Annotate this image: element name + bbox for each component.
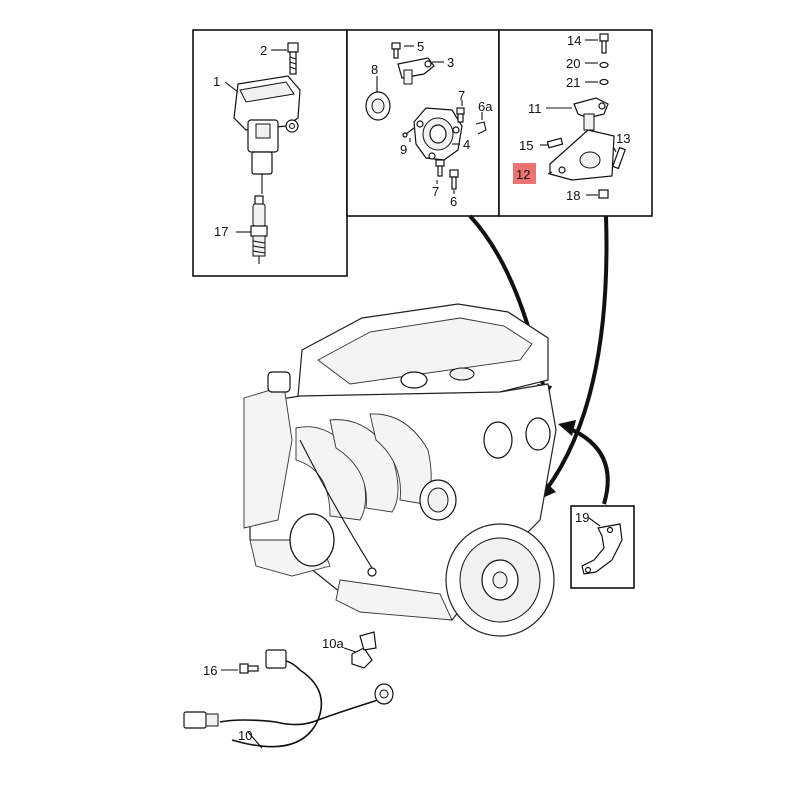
washer-part-21 — [599, 78, 609, 86]
pin-part-9 — [402, 127, 415, 138]
leader-13 — [613, 147, 617, 153]
callout-5: 5 — [417, 39, 424, 54]
callout-21: 21 — [566, 75, 580, 90]
knock-sensor-harness — [183, 631, 394, 748]
bracket-part-12 — [549, 129, 615, 181]
bolt-part-5 — [391, 42, 401, 59]
callout-11: 11 — [528, 101, 542, 116]
callout-1: 1 — [213, 74, 220, 89]
cam-housing-part-4 — [413, 107, 463, 161]
callout-8: 8 — [371, 62, 378, 77]
callout-19: 19 — [575, 510, 589, 525]
callout-6: 6 — [450, 194, 457, 209]
clip-part-6a — [475, 121, 487, 135]
inset-box-crankshaft-sensor — [498, 29, 653, 217]
leader-12 — [547, 171, 553, 175]
leader-19 — [588, 517, 601, 527]
camshaft-sensor-part-3 — [397, 57, 435, 85]
callout-20: 20 — [566, 56, 580, 71]
crank-sensor-part-11 — [573, 97, 609, 131]
callout-3: 3 — [447, 55, 454, 70]
callout-2: 2 — [260, 43, 267, 58]
callout-4: 4 — [463, 137, 470, 152]
nut-part-18 — [598, 189, 609, 199]
leader-10 — [247, 731, 263, 749]
highlight-callout-12 — [513, 163, 536, 184]
bolt-part-13 — [611, 146, 627, 170]
spark-plug-part — [250, 195, 268, 264]
callout-9: 9 — [400, 142, 407, 157]
callout-10: 10 — [238, 728, 252, 743]
washer-part-20 — [599, 61, 609, 69]
bolt-part-14 — [599, 33, 609, 54]
seal-part-8 — [365, 91, 391, 121]
ignition-coil-part — [233, 75, 301, 194]
callout-6a: 6a — [478, 99, 493, 114]
callout-10a: 10a — [322, 636, 344, 651]
bolt-part-6 — [449, 169, 459, 190]
callout-15: 15 — [519, 138, 533, 153]
callout-17: 17 — [214, 224, 228, 239]
callout-18: 18 — [566, 188, 580, 203]
callout-16: 16 — [203, 663, 217, 678]
pin-part-15 — [546, 137, 564, 149]
bolt-part-7-upper — [456, 107, 465, 123]
callout-7-upper: 7 — [458, 88, 465, 103]
callout-12: 12 — [516, 167, 530, 182]
leader-1 — [224, 81, 239, 93]
arrow-bracket-to-engine — [558, 420, 610, 505]
callout-14: 14 — [567, 33, 581, 48]
bolt-part-7-lower — [435, 159, 445, 177]
engine-assembly — [243, 303, 557, 637]
bolt-part-2 — [287, 42, 299, 75]
inset-box-bracket-19 — [570, 505, 635, 589]
callout-13: 13 — [616, 131, 630, 146]
bracket-part-19 — [581, 523, 623, 575]
leader-10a — [343, 647, 357, 653]
callout-7-lower: 7 — [432, 184, 439, 199]
